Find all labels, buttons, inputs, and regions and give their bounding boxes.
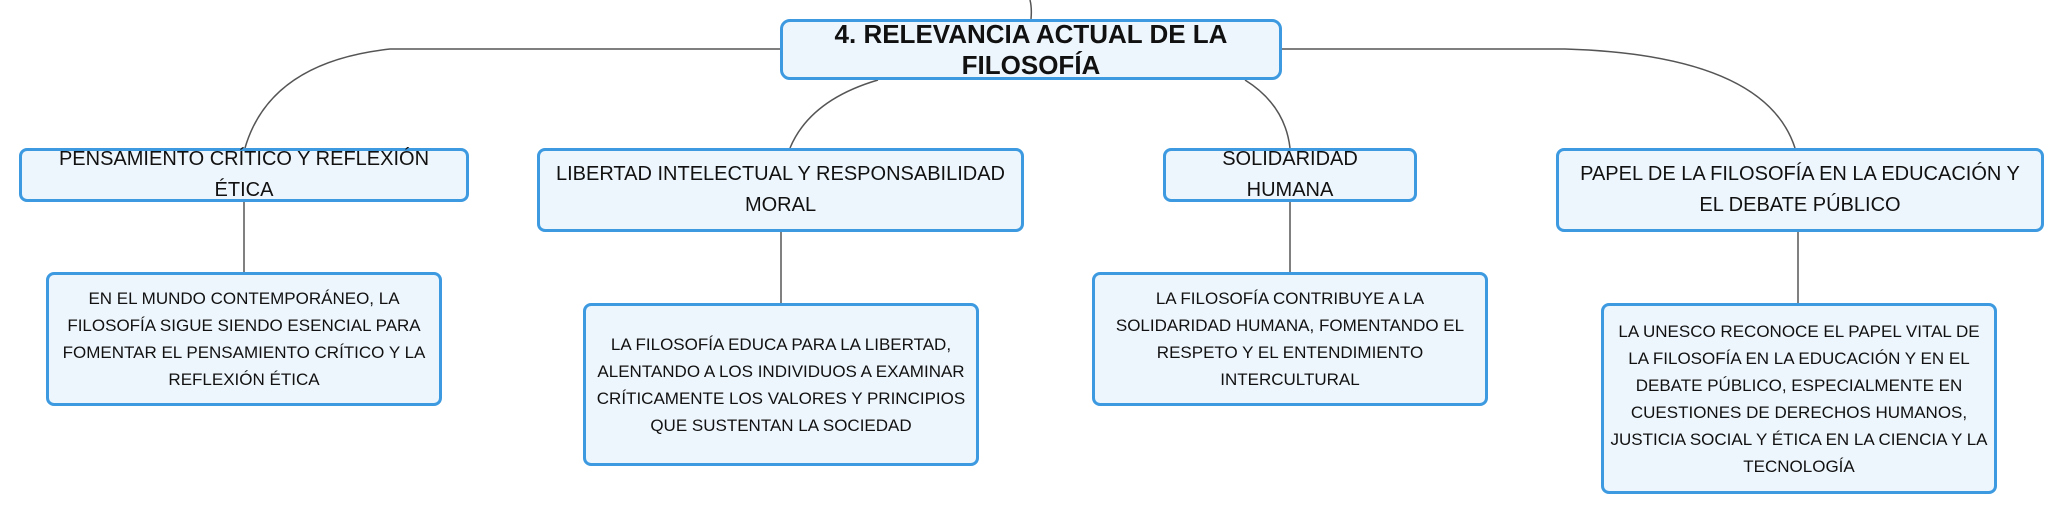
detail-intellectual-freedom[interactable]: LA FILOSOFÍA EDUCA PARA LA LIBERTAD, ALE…	[583, 303, 979, 466]
branch-human-solidarity[interactable]: SOLIDARIDAD HUMANA	[1163, 148, 1417, 202]
connector-root-to-branch-2	[789, 79, 879, 149]
connector-root-to-branch-1	[244, 48, 780, 149]
branch-intellectual-freedom[interactable]: LIBERTAD INTELECTUAL Y RESPONSABILIDAD M…	[537, 148, 1024, 232]
branch-critical-thinking[interactable]: PENSAMIENTO CRÍTICO Y REFLEXIÓN ÉTICA	[19, 148, 469, 202]
central-topic[interactable]: 4. RELEVANCIA ACTUAL DE LA FILOSOFÍA	[780, 19, 1282, 80]
connector-root-to-branch-4	[1282, 48, 1796, 149]
connector-parent-to-root	[1029, 0, 1033, 20]
detail-human-solidarity[interactable]: LA FILOSOFÍA CONTRIBUYE A LA SOLIDARIDAD…	[1092, 272, 1488, 406]
connector-root-to-branch-3	[1244, 79, 1291, 149]
branch-education-public-debate[interactable]: PAPEL DE LA FILOSOFÍA EN LA EDUCACIÓN Y …	[1556, 148, 2044, 232]
detail-critical-thinking[interactable]: EN EL MUNDO CONTEMPORÁNEO, LA FILOSOFÍA …	[46, 272, 442, 406]
detail-education-public-debate[interactable]: LA UNESCO RECONOCE EL PAPEL VITAL DE LA …	[1601, 303, 1997, 494]
